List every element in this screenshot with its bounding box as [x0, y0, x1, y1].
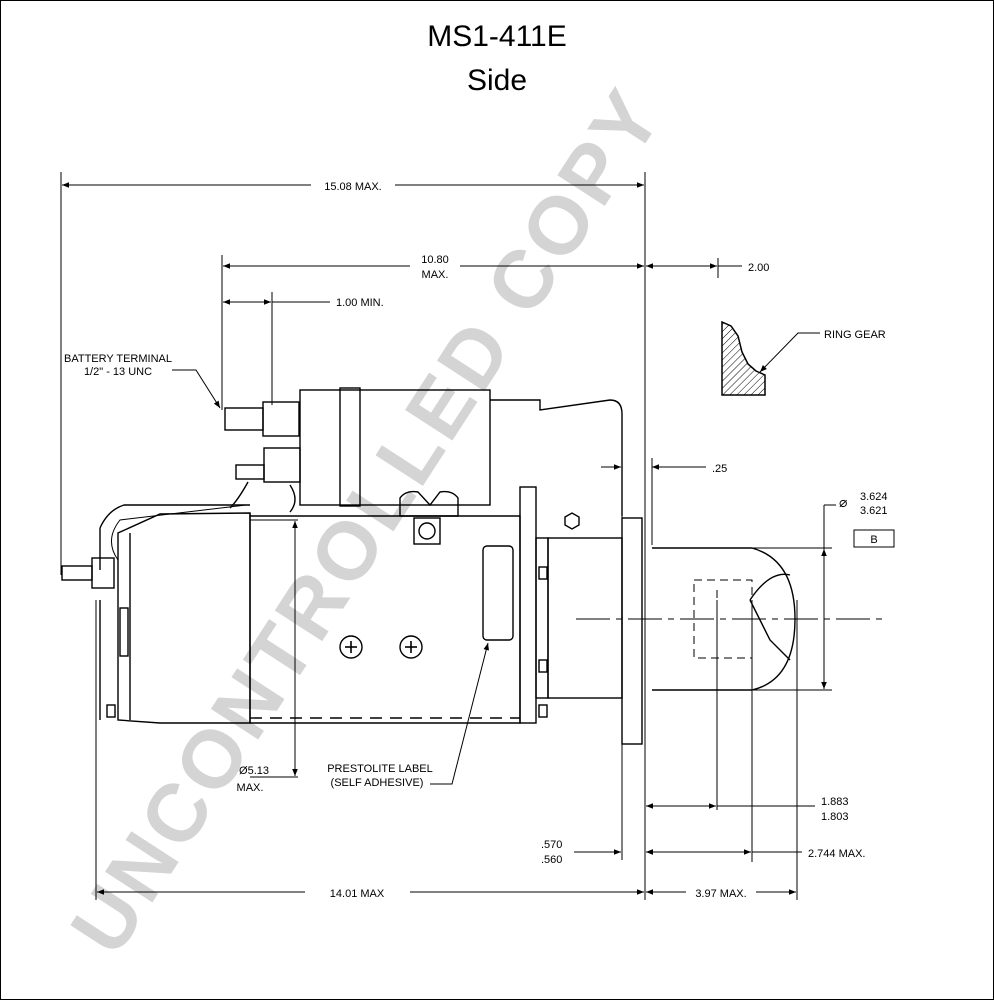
dim-pinion-lower: 1.803	[821, 811, 849, 823]
dim-10-80-suffix: MAX.	[422, 269, 449, 281]
datum-box	[853, 529, 895, 548]
label-self-adhesive: (SELF ADHESIVE)	[331, 777, 424, 789]
view-subtitle: Side	[466, 64, 528, 97]
dim-nose-length: 3.97 MAX.	[695, 888, 746, 900]
dim-body-length: 14.01 MAX	[330, 888, 385, 900]
dim-overall-length: 15.08 MAX.	[324, 181, 381, 193]
dimension-lines	[62, 182, 836, 895]
datum-label: B	[870, 534, 877, 546]
dim-1-00-min: 1.00 MIN.	[336, 297, 384, 309]
dim-10-80-value: 10.80	[421, 254, 449, 266]
dim-body-diameter-value: Ø5.13	[239, 765, 269, 777]
ring-gear-section	[721, 320, 766, 396]
drawing-title: MS1-411E	[427, 20, 567, 53]
dim-pilot-upper: 3.624	[860, 491, 888, 503]
leader-lines	[172, 332, 820, 785]
dim-flange-thickness: .25	[712, 463, 727, 475]
diameter-symbol: ⌀	[839, 495, 848, 511]
dim-flange-upper: .570	[541, 839, 562, 851]
dim-body-diameter-suffix: MAX.	[237, 782, 264, 794]
dim-flange-lower: .560	[541, 854, 562, 866]
dim-2-00: 2.00	[748, 262, 769, 274]
watermark-text: UNCONTROLLED COPY	[54, 72, 681, 969]
dim-pinion-upper: 1.883	[821, 796, 849, 808]
label-ring-gear: RING GEAR	[824, 329, 886, 341]
dim-pinion-max: 2.744 MAX.	[808, 848, 865, 860]
starter-motor-outline	[61, 387, 796, 745]
screw-heads	[345, 641, 417, 653]
label-battery-terminal: BATTERY TERMINAL	[64, 353, 172, 365]
label-prestolite: PRESTOLITE LABEL	[327, 763, 433, 775]
dim-pilot-lower: 3.621	[860, 505, 888, 517]
label-battery-thread: 1/2" - 13 UNC	[84, 366, 152, 378]
